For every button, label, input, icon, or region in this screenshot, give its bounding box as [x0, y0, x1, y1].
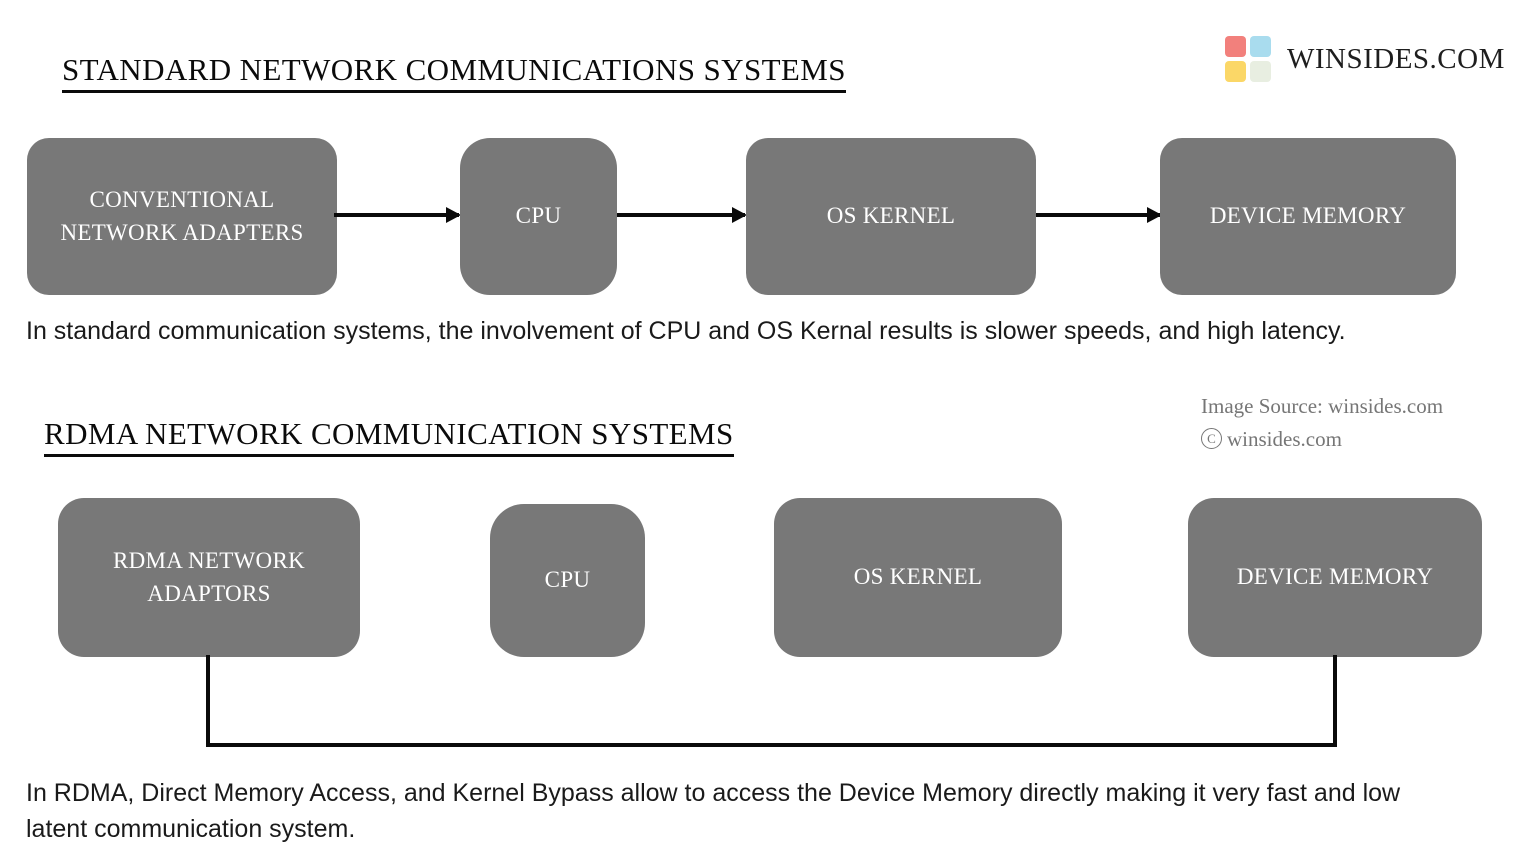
- node-device-memory-rdma: DEVICE MEMORY: [1188, 498, 1482, 657]
- section-heading-rdma: RDMA NETWORK COMMUNICATION SYSTEMS: [44, 416, 734, 457]
- node-conventional-network-adapters: CONVENTIONAL NETWORK ADAPTERS: [27, 138, 337, 295]
- attribution-block: Image Source: winsides.com C winsides.co…: [1201, 390, 1443, 455]
- logo-square-top-right: [1250, 36, 1271, 57]
- section-heading-standard: STANDARD NETWORK COMMUNICATIONS SYSTEMS: [62, 52, 846, 93]
- copyright-icon: C: [1201, 428, 1222, 450]
- brand-name: WINSIDES.COM: [1287, 42, 1505, 75]
- paragraph-standard: In standard communication systems, the i…: [26, 317, 1346, 345]
- copyright-line: C winsides.com: [1201, 423, 1443, 456]
- arrow-os-kernel-to-device-memory: [1036, 213, 1160, 217]
- node-os-kernel-standard: OS KERNEL: [746, 138, 1036, 295]
- arrow-adapters-to-cpu: [334, 213, 459, 217]
- node-cpu-standard: CPU: [460, 138, 617, 295]
- node-label: DEVICE MEMORY: [1236, 564, 1434, 590]
- node-label: DEVICE MEMORY: [1209, 203, 1407, 229]
- arrow-cpu-to-os-kernel: [617, 213, 745, 217]
- bypass-connector-bottom-segment: [206, 743, 1337, 747]
- paragraph-rdma: In RDMA, Direct Memory Access, and Kerne…: [26, 779, 1401, 843]
- node-os-kernel-rdma: OS KERNEL: [774, 498, 1062, 657]
- winsides-logo-icon: [1225, 36, 1271, 82]
- node-label: RDMA NETWORK ADAPTORS: [112, 547, 306, 606]
- node-cpu-rdma: CPU: [490, 504, 645, 657]
- image-source-line: Image Source: winsides.com: [1201, 394, 1444, 418]
- logo-square-top-left: [1225, 36, 1246, 57]
- logo-square-bottom-left: [1225, 61, 1246, 82]
- node-rdma-network-adaptors: RDMA NETWORK ADAPTORS: [58, 498, 360, 657]
- logo-square-bottom-right: [1250, 61, 1271, 82]
- brand-watermark: WINSIDES.COM: [1225, 36, 1505, 82]
- copyright-text: winsides.com: [1227, 426, 1342, 451]
- bypass-connector-right-segment: [1333, 655, 1337, 747]
- node-label: OS KERNEL: [826, 203, 956, 229]
- node-label: OS KERNEL: [853, 564, 983, 590]
- node-label: CONVENTIONAL NETWORK ADAPTERS: [60, 186, 304, 245]
- node-label: CPU: [515, 203, 562, 229]
- node-device-memory-standard: DEVICE MEMORY: [1160, 138, 1456, 295]
- bypass-connector-left-segment: [206, 655, 210, 747]
- node-label: CPU: [544, 567, 591, 593]
